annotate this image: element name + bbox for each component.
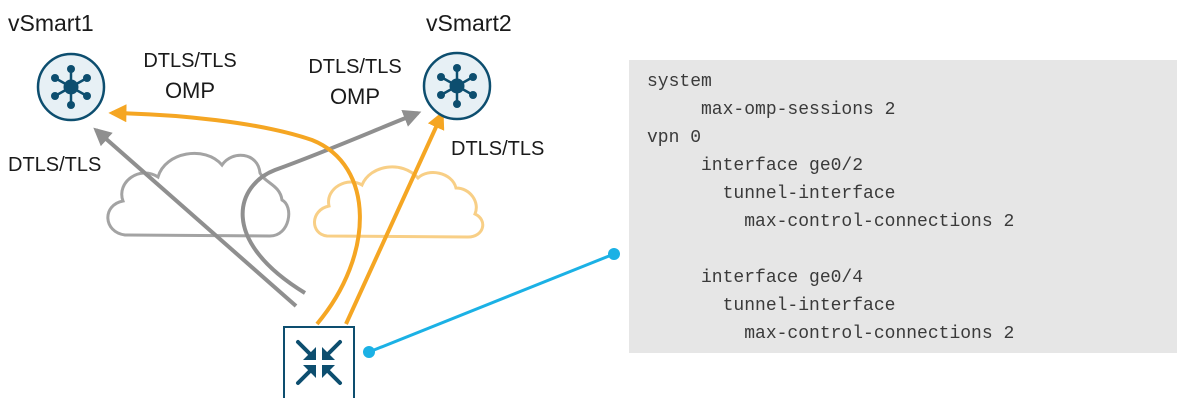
code-line-8: interface ge0/4 [647, 268, 864, 288]
vsmart1-session-label: DTLS/TLS OMP [125, 47, 255, 105]
code-line-4: interface ge0/2 [647, 156, 864, 176]
config-code-panel: system max-omp-sessions 2 vpn 0 interfac… [629, 60, 1177, 353]
gray-link-router-to-vsmart1 [93, 127, 298, 308]
code-line-10: max-control-connections 2 [647, 324, 1015, 344]
gray-cloud [106, 151, 291, 238]
router-icon [283, 326, 355, 398]
gray-link-router-to-vsmart2 [240, 109, 422, 295]
vsmart2-icon [422, 51, 492, 121]
vsmart2-protocol-label: DTLS/TLS [308, 56, 402, 78]
callout-dot-router [363, 346, 375, 358]
code-line-2: max-omp-sessions 2 [647, 100, 896, 120]
callout-dot-panel [608, 248, 620, 260]
left-link-label: DTLS/TLS [8, 154, 102, 176]
vsmart1-icon [36, 52, 106, 122]
vsmart2-title: vSmart2 [426, 10, 512, 36]
code-line-3: vpn 0 [647, 128, 702, 148]
orange-link-router-to-vsmart2 [344, 110, 445, 325]
vsmart1-protocol-label: DTLS/TLS [143, 50, 237, 72]
code-line-5: tunnel-interface [647, 184, 896, 204]
callout-connector [368, 252, 615, 354]
vsmart1-omp-label: OMP [164, 78, 216, 103]
code-line-1: system [647, 72, 712, 92]
orange-link-router-to-vsmart1 [108, 104, 362, 326]
vsmart2-omp-label: OMP [329, 84, 381, 109]
code-line-6: max-control-connections 2 [647, 212, 1015, 232]
vsmart2-session-label: DTLS/TLS OMP [290, 53, 420, 111]
code-line-9: tunnel-interface [647, 296, 896, 316]
orange-cloud [313, 165, 485, 239]
right-link-label: DTLS/TLS [451, 138, 545, 160]
vsmart1-title: vSmart1 [8, 10, 94, 36]
